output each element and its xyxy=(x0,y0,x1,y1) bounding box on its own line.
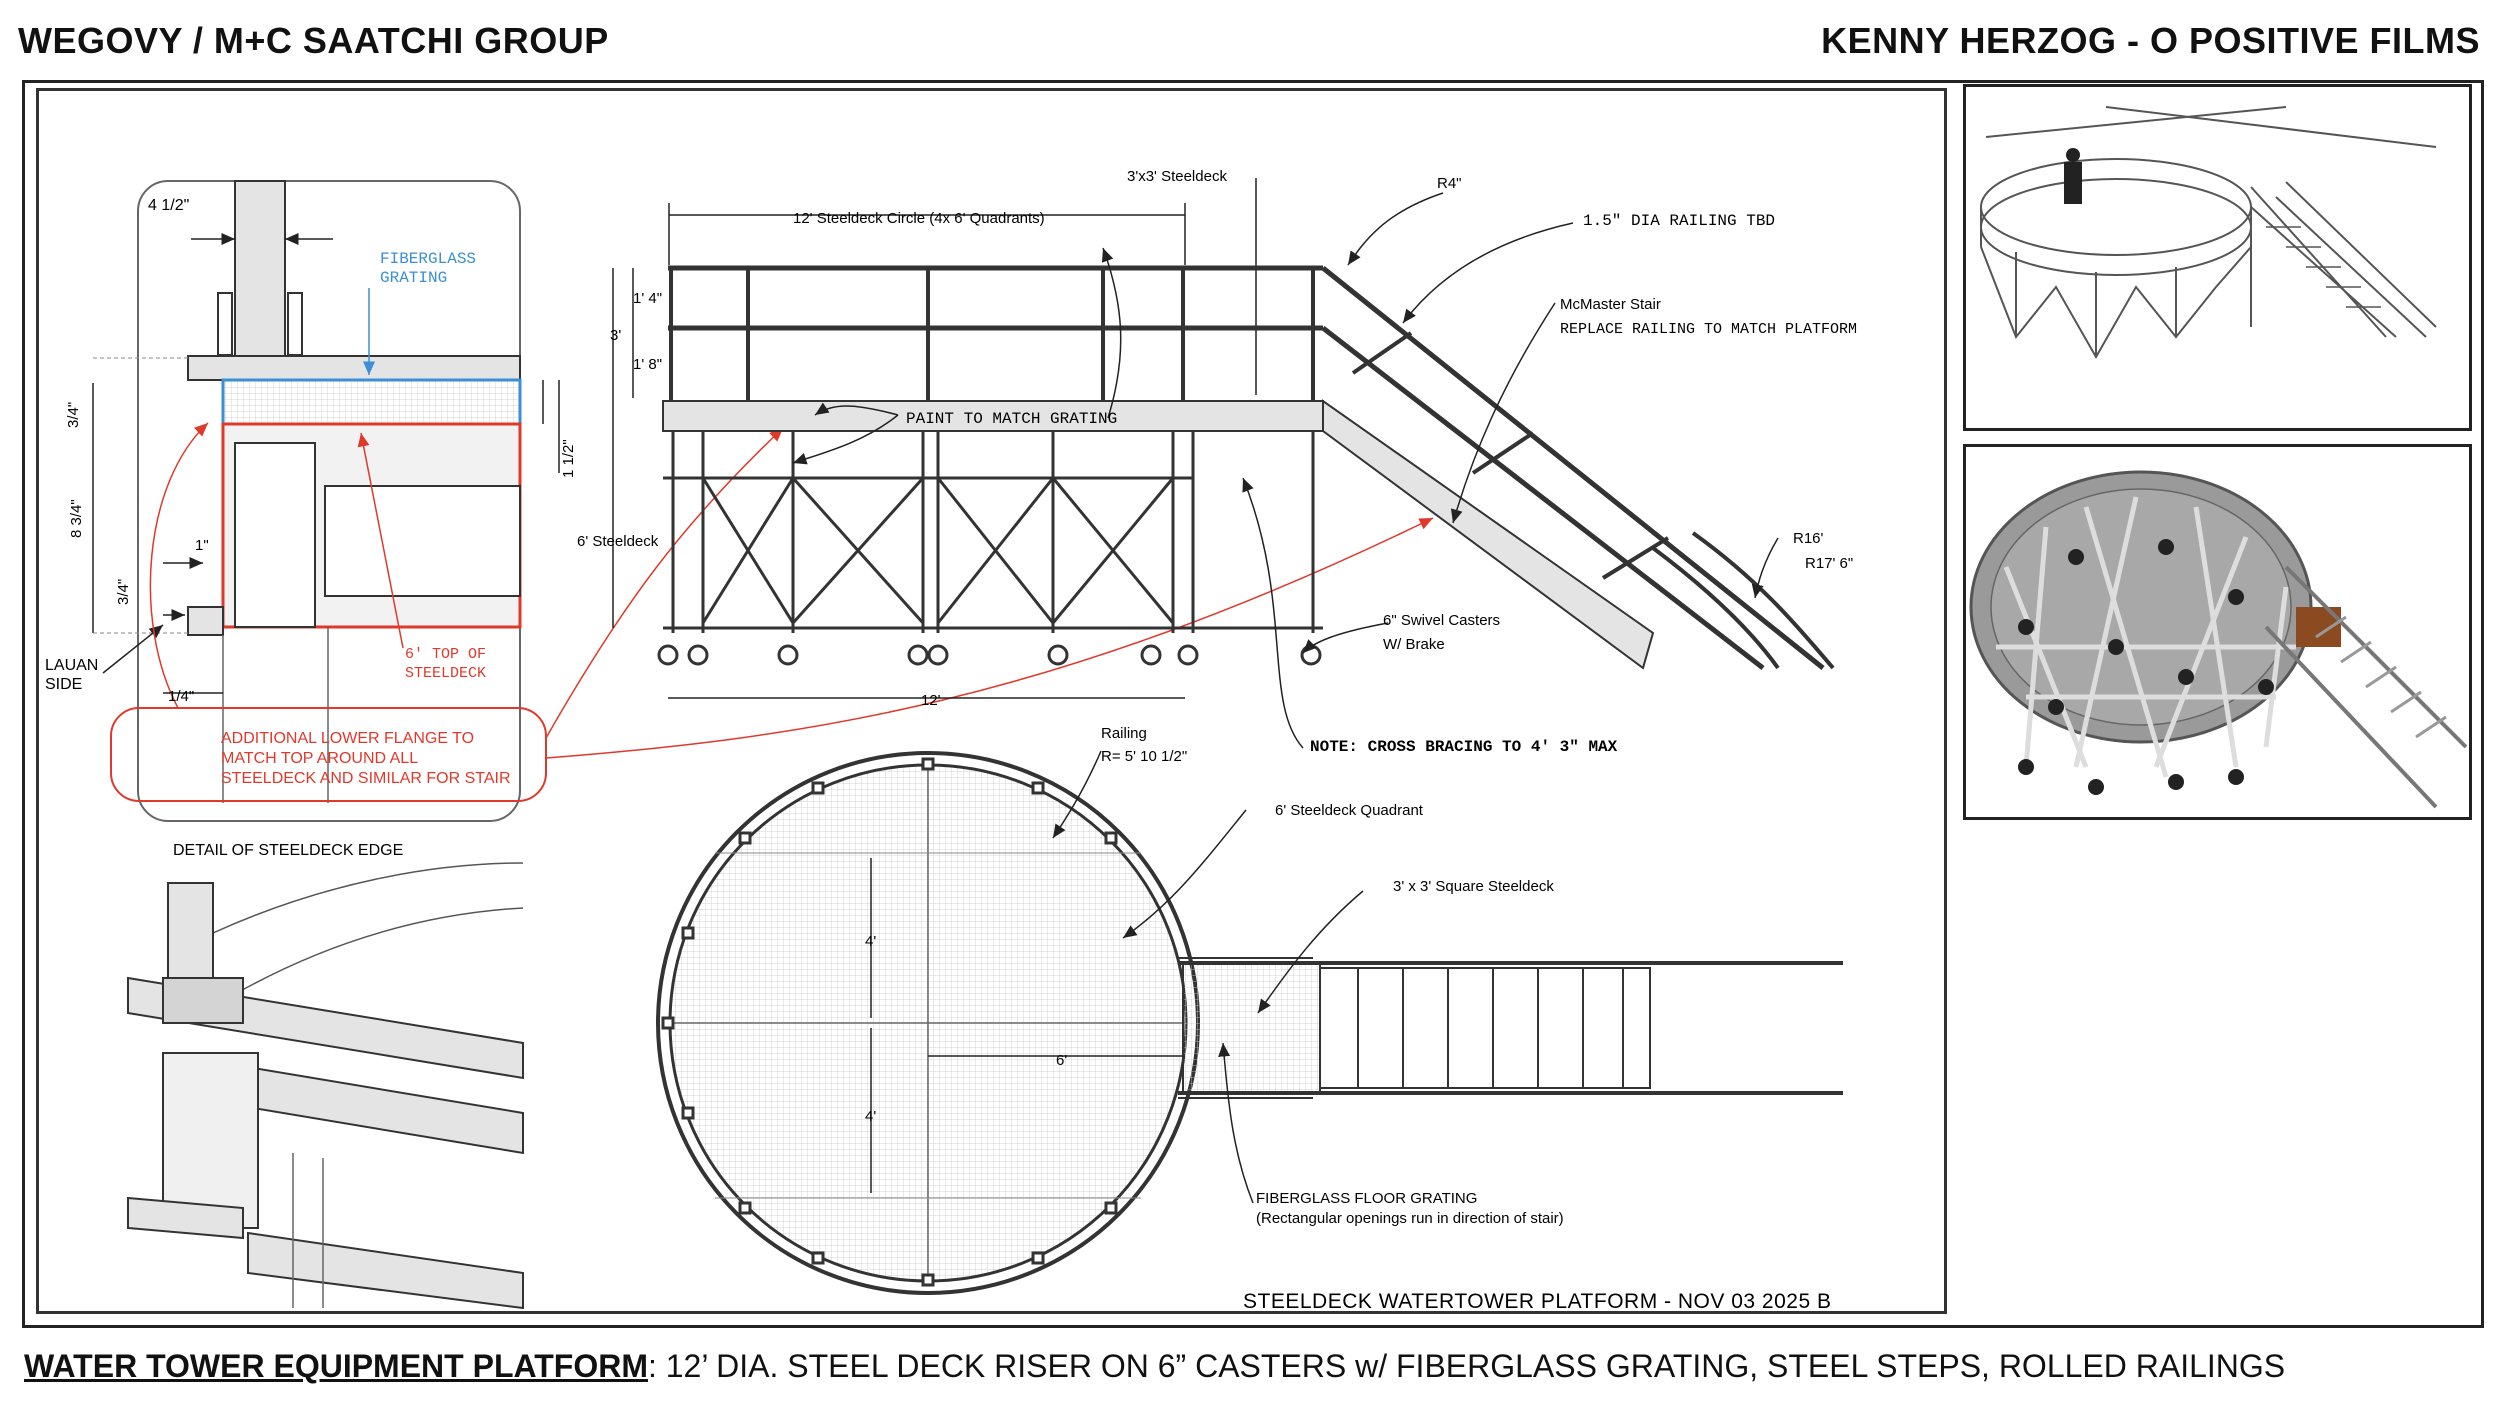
elev-r17-6: R17' 6" xyxy=(1805,555,1853,572)
plan-dim-4-a: 4' xyxy=(865,933,876,950)
edge-detail: 4 1/2" 3/4" 8 3/4" 1" 3/4" 1 1/2" 1/4" F… xyxy=(45,180,1434,859)
elev-stair-note: REPLACE RAILING TO MATCH PLATFORM xyxy=(1560,321,1857,338)
flange-note-1: ADDITIONAL LOWER FLANGE TO xyxy=(221,730,474,747)
dim-8-3-4: 8 3/4" xyxy=(68,499,85,538)
elev-width-12: 12' xyxy=(921,692,941,709)
dim-1: 1" xyxy=(195,537,209,554)
plan-grating-1: FIBERGLASS FLOOR GRATING xyxy=(1256,1190,1477,1207)
elev-bracing-note: NOTE: CROSS BRACING TO 4' 3" MAX xyxy=(1310,738,1618,756)
plan-dim-4-b: 4' xyxy=(865,1108,876,1125)
top-label-2: STEELDECK xyxy=(405,665,486,682)
elev-casters-1: 6" Swivel Casters xyxy=(1383,612,1500,629)
plan-railing-2: R= 5' 10 1/2" xyxy=(1101,748,1187,765)
plan-quadrant-label: 6' Steeldeck Quadrant xyxy=(1275,802,1424,819)
footer-title: WATER TOWER EQUIPMENT PLATFORM xyxy=(24,1348,648,1384)
plan-view: Railing R= 5' 10 1/2" 6' Steeldeck Quadr… xyxy=(656,725,1843,1295)
elev-dim-1-4: 1' 4" xyxy=(633,290,662,307)
dim-4-1-2: 4 1/2" xyxy=(148,197,189,214)
dim-3-4-low: 3/4" xyxy=(115,579,132,605)
drawing-area: 4 1/2" 3/4" 8 3/4" 1" 3/4" 1 1/2" 1/4" F… xyxy=(36,88,1947,1314)
dim-1-4: 1/4" xyxy=(168,688,194,705)
flange-note-2: MATCH TOP AROUND ALL xyxy=(221,750,418,767)
elev-stair-label: McMaster Stair xyxy=(1560,296,1661,313)
elev-square-label: 3'x3' Steeldeck xyxy=(1127,168,1227,185)
elev-r4: R4" xyxy=(1437,175,1462,192)
fiberglass-label-1: FIBERGLASS xyxy=(380,250,476,268)
dim-1-1-2: 1 1/2" xyxy=(560,439,577,478)
elev-circle-dim: 12' Steeldeck Circle (4x 6' Quadrants) xyxy=(793,210,1045,227)
render-thumbnail-platform xyxy=(1963,84,2472,431)
lauan-label-1: LAUAN xyxy=(45,657,98,674)
footer-description: WATER TOWER EQUIPMENT PLATFORM: 12’ DIA.… xyxy=(24,1348,2285,1385)
production-title: KENNY HERZOG - O POSITIVE FILMS xyxy=(1821,20,2480,61)
plan-square-label: 3' x 3' Square Steeldeck xyxy=(1393,878,1554,895)
dim-3-4-top: 3/4" xyxy=(65,402,82,428)
elev-paint-note: PAINT TO MATCH GRATING xyxy=(906,410,1117,428)
footer-detail: : 12’ DIA. STEEL DECK RISER ON 6” CASTER… xyxy=(647,1348,2286,1384)
detail-caption: DETAIL OF STEELDECK EDGE xyxy=(173,842,403,859)
top-label-1: 6' TOP OF xyxy=(405,646,486,663)
elev-dim-3: 3' xyxy=(610,327,621,344)
lauan-label-2: SIDE xyxy=(45,676,82,693)
sheet-title: STEELDECK WATERTOWER PLATFORM - NOV 03 2… xyxy=(1243,1290,1831,1311)
fiberglass-label-2: GRATING xyxy=(380,269,447,287)
elev-r16: R16' xyxy=(1793,530,1824,547)
elev-height-label: 6' Steeldeck xyxy=(577,533,659,550)
plan-grating-2: (Rectangular openings run in direction o… xyxy=(1256,1210,1564,1227)
plan-dim-6: 6' xyxy=(1056,1052,1067,1069)
edge-isometric xyxy=(127,862,524,1310)
elevation-view: 12' Steeldeck Circle (4x 6' Quadrants) 3… xyxy=(577,168,1857,756)
sheet-border xyxy=(22,80,2484,1328)
drawing-svg: 4 1/2" 3/4" 8 3/4" 1" 3/4" 1 1/2" 1/4" F… xyxy=(45,168,1857,1313)
render-thumbnail-underside xyxy=(1963,444,2472,820)
client-title: WEGOVY / M+C SAATCHI GROUP xyxy=(18,20,609,61)
elev-railing-note: 1.5" DIA RAILING TBD xyxy=(1583,212,1775,230)
flange-note-3: STEELDECK AND SIMILAR FOR STAIR xyxy=(221,770,511,787)
elev-casters-2: W/ Brake xyxy=(1383,636,1445,653)
plan-railing-1: Railing xyxy=(1101,725,1147,742)
elev-dim-1-8: 1' 8" xyxy=(633,356,662,373)
